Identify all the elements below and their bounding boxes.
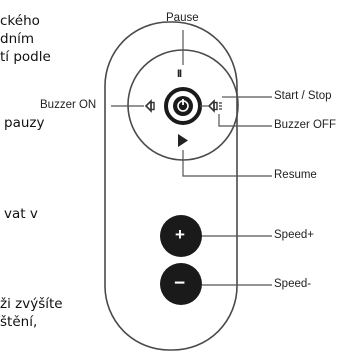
buzzer-off-label: Buzzer OFF <box>274 119 336 131</box>
text-fragment-6: ži zvýšíte <box>0 296 63 312</box>
pause-label: Pause <box>166 12 199 24</box>
buzzer-off-icon <box>207 99 222 113</box>
text-fragment-7: štění, <box>0 314 38 330</box>
minus-icon: − <box>174 273 186 294</box>
resume-label: Resume <box>274 169 317 181</box>
buzzer-on-label: Buzzer ON <box>40 99 97 111</box>
speed-plus-label: Speed+ <box>274 229 314 241</box>
start-stop-label: Start / Stop <box>274 90 332 102</box>
speed-minus-label: Speed- <box>274 278 312 290</box>
plus-icon: + <box>175 225 185 244</box>
speed-plus-button <box>160 215 202 257</box>
pause-icon: II <box>177 68 182 80</box>
text-fragment-1: ckého <box>0 13 40 29</box>
text-fragment-2: dním <box>0 31 35 47</box>
speed-minus-button <box>160 263 202 305</box>
text-fragment-5: vat v <box>4 206 38 222</box>
buzzer-on-icon <box>144 99 155 113</box>
start-stop-button-inner <box>173 96 193 116</box>
text-fragment-4: pauzy <box>4 115 45 131</box>
remote-body <box>104 21 238 351</box>
text-fragment-3: tí podle <box>0 49 51 65</box>
resume-icon <box>178 134 188 147</box>
